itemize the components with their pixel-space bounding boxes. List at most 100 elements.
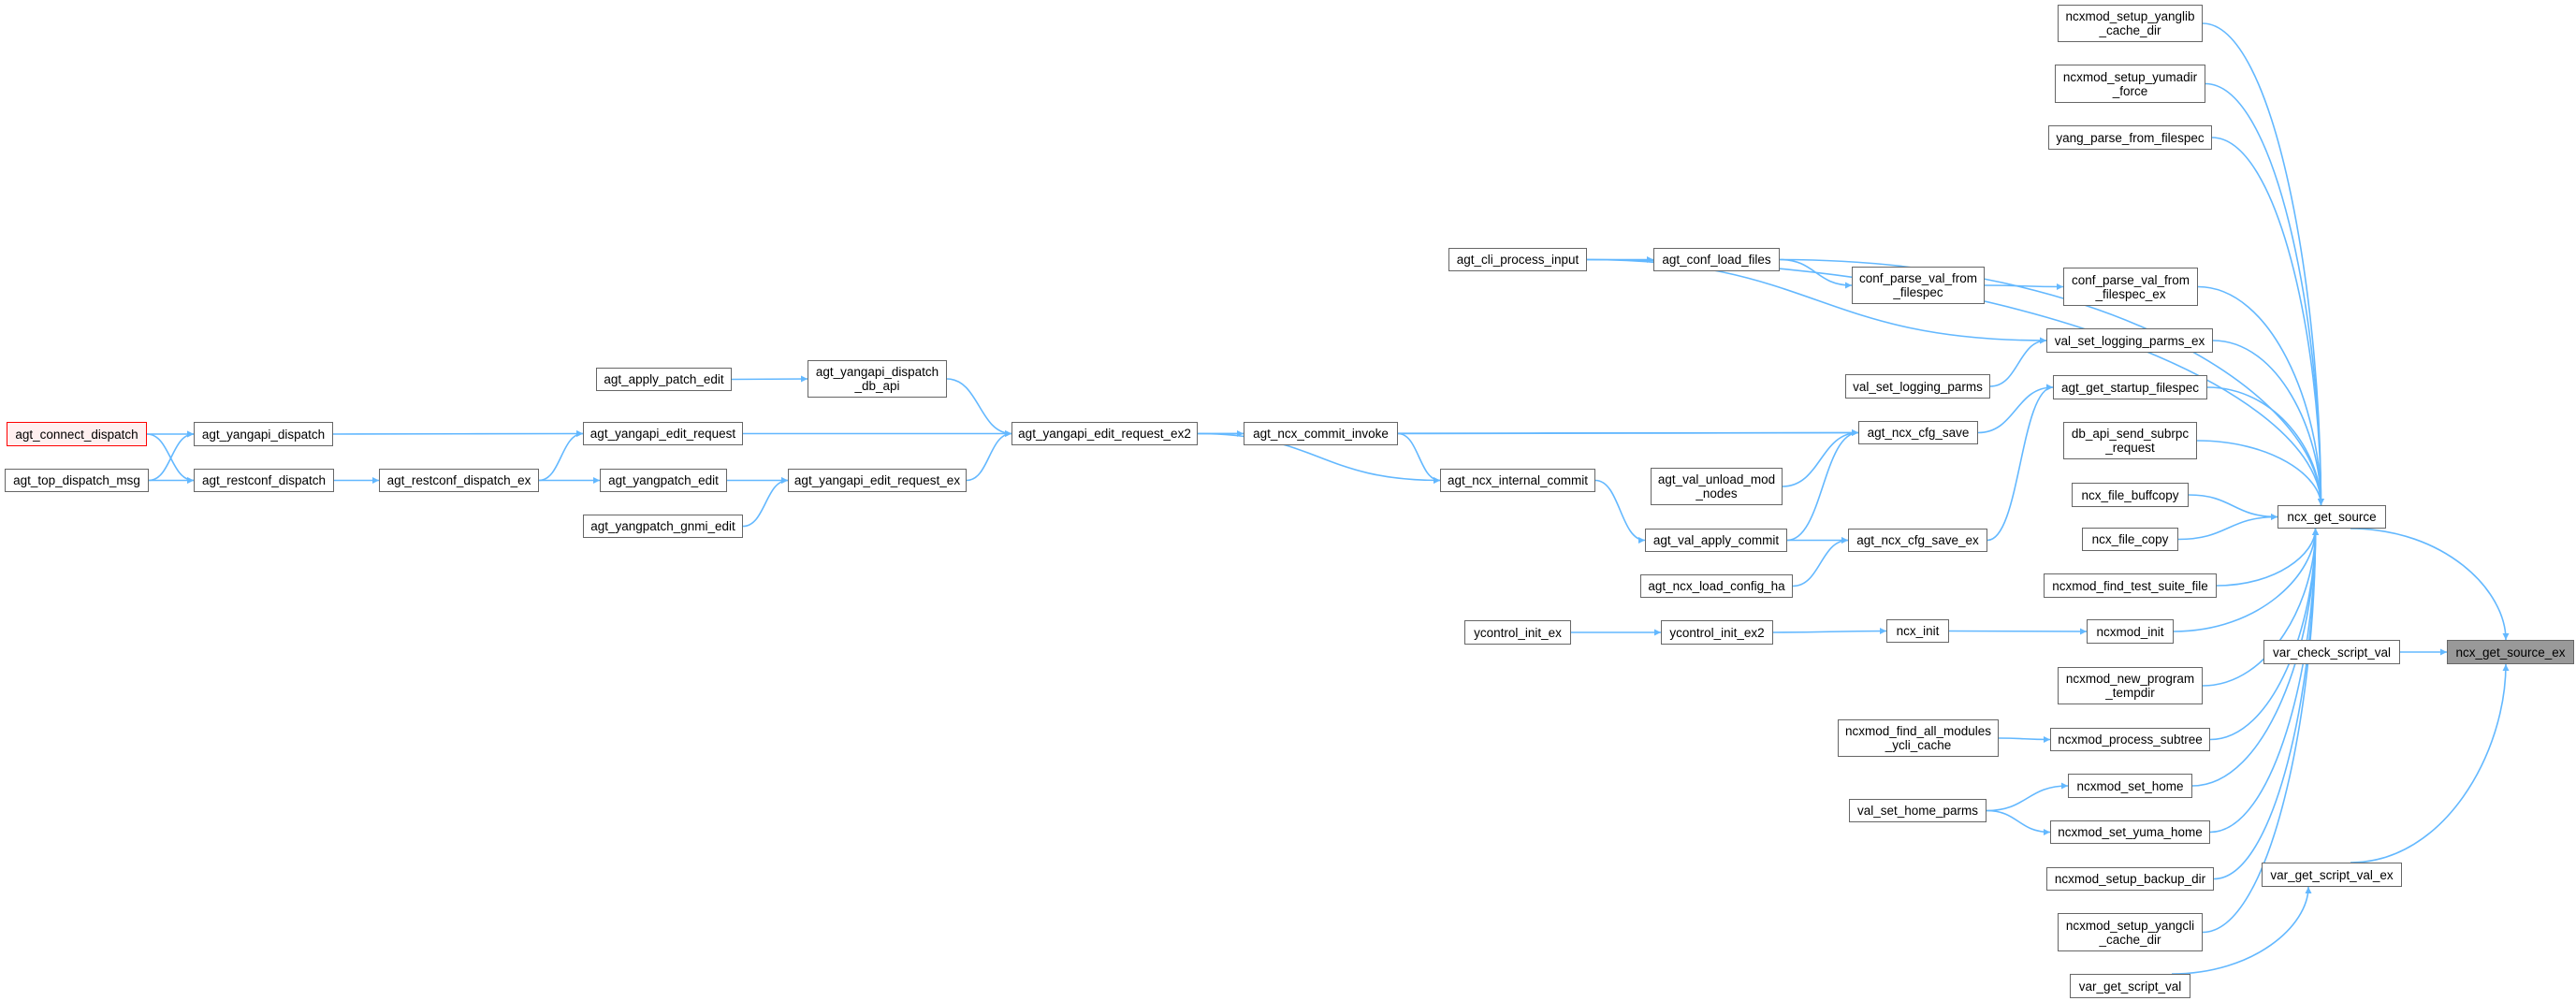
function-node-label: var_get_script_val_ex <box>2270 867 2394 882</box>
function-node-label: ncxmod_find_test_suite_file <box>2052 578 2208 593</box>
function-node-agt-cli-process-input[interactable]: agt_cli_process_input <box>1448 248 1587 271</box>
function-node-agt-yangpatch-gnmi-edit[interactable]: agt_yangpatch_gnmi_edit <box>583 515 743 538</box>
call-edge <box>1998 735 2051 743</box>
function-node-var-check-script-val[interactable]: var_check_script_val <box>2263 640 2400 664</box>
function-node-agt-ncx-cfg-save-ex[interactable]: agt_ncx_cfg_save_ex <box>1848 529 1987 552</box>
function-node-label: val_set_home_parms <box>1856 804 1979 818</box>
call-edge <box>2202 22 2324 506</box>
call-edge <box>966 430 1012 482</box>
call-edge <box>2177 514 2278 541</box>
function-node-label: ncxmod_process_subtree <box>2058 733 2203 747</box>
function-node-agt-ncx-internal-commit[interactable]: agt_ncx_internal_commit <box>1440 469 1595 492</box>
function-node-label: ncxmod_set_yuma_home <box>2058 825 2203 839</box>
function-node-label: _ycli_cache <box>1885 738 1952 752</box>
call-edge <box>1397 429 1859 437</box>
function-node-conf-parse-val-from-filespec-ex[interactable]: conf_parse_val_from_filespec_ex <box>2063 268 2198 306</box>
function-node-label: var_get_script_val <box>2078 979 2182 994</box>
function-node-label: ycontrol_init_ex2 <box>1669 625 1765 640</box>
function-node-label: agt_cli_process_input <box>1456 253 1579 267</box>
call-edge <box>1984 283 2064 290</box>
function-node-label: agt_restconf_dispatch <box>201 473 327 487</box>
call-edge <box>2350 528 2510 641</box>
function-node-val-set-logging-parms[interactable]: val_set_logging_parms <box>1845 374 1990 399</box>
function-node-label: agt_yangapi_dispatch <box>201 427 326 442</box>
function-node-agt-val-unload-mod-nodes[interactable]: agt_val_unload_mod_nodes <box>1651 468 1783 505</box>
function-node-label: val_set_logging_parms_ex <box>2054 333 2205 348</box>
call-edge <box>1986 782 2069 812</box>
function-node-label: var_check_script_val <box>2272 645 2392 660</box>
function-node-val-set-home-parms[interactable]: val_set_home_parms <box>1849 799 1987 822</box>
function-node-label: ncxmod_find_all_modules <box>1844 724 1992 738</box>
function-node-agt-ncx-commit-invoke[interactable]: agt_ncx_commit_invoke <box>1244 422 1398 445</box>
function-node-label: ncx_file_buffcopy <box>2081 487 2179 502</box>
function-node-ncxmod-set-yuma-home[interactable]: ncxmod_set_yuma_home <box>2050 820 2210 844</box>
function-node-label: conf_parse_val_from <box>1858 271 1978 285</box>
function-node-ncxmod-setup-yangcli-cache-dir[interactable]: ncxmod_setup_yangcli_cache_dir <box>2058 913 2203 951</box>
function-node-ncxmod-setup-backup-dir[interactable]: ncxmod_setup_backup_dir <box>2046 867 2214 891</box>
function-node-ncx-get-source[interactable]: ncx_get_source <box>2278 505 2386 529</box>
function-node-label: agt_yangapi_edit_request_ex2 <box>1018 427 1191 441</box>
function-node-label: agt_ncx_cfg_save_ex <box>1856 533 1979 547</box>
function-node-ncxmod-setup-yanglib-cache-dir[interactable]: ncxmod_setup_yanglib_cache_dir <box>2058 5 2203 42</box>
function-node-ncxmod-init[interactable]: ncxmod_init <box>2087 619 2174 644</box>
call-edge <box>2202 528 2320 934</box>
function-node-label: val_set_logging_parms <box>1853 379 1983 394</box>
function-node-ncx-file-copy[interactable]: ncx_file_copy <box>2082 528 2178 551</box>
function-node-ncxmod-setup-yumadir-force[interactable]: ncxmod_setup_yumadir_force <box>2055 65 2205 103</box>
function-node-agt-restconf-dispatch[interactable]: agt_restconf_dispatch <box>194 469 334 492</box>
function-node-label: conf_parse_val_from <box>2071 272 2190 287</box>
function-node-ncxmod-new-program-tempdir[interactable]: ncxmod_new_program_tempdir <box>2058 667 2203 704</box>
call-edge <box>731 375 808 383</box>
function-node-agt-conf-load-files[interactable]: agt_conf_load_files <box>1653 248 1780 271</box>
function-node-ncx-init[interactable]: ncx_init <box>1886 619 1949 643</box>
function-node-ncxmod-process-subtree[interactable]: ncxmod_process_subtree <box>2050 728 2210 751</box>
function-node-var-get-script-val[interactable]: var_get_script_val <box>2070 974 2190 998</box>
function-node-label: ncx_get_source_ex <box>2455 645 2566 660</box>
function-node-ncx-file-buffcopy[interactable]: ncx_file_buffcopy <box>2072 483 2189 507</box>
function-node-label: _cache_dir <box>2099 932 2161 947</box>
function-node-agt-top-dispatch-msg[interactable]: agt_top_dispatch_msg <box>5 469 149 492</box>
function-node-ncx-get-source-ex: ncx_get_source_ex <box>2447 640 2574 664</box>
function-node-agt-yangpatch-edit[interactable]: agt_yangpatch_edit <box>600 469 727 492</box>
function-node-conf-parse-val-from-filespec[interactable]: conf_parse_val_from_filespec <box>1852 267 1985 304</box>
function-node-ycontrol-init-ex[interactable]: ycontrol_init_ex <box>1464 620 1571 645</box>
function-node-agt-yangapi-edit-request-ex[interactable]: agt_yangapi_edit_request_ex <box>788 469 967 492</box>
function-node-val-set-logging-parms-ex[interactable]: val_set_logging_parms_ex <box>2046 328 2213 353</box>
call-edge <box>1987 384 2054 542</box>
call-edge <box>1989 337 2047 387</box>
function-node-agt-yangapi-edit-request-ex2[interactable]: agt_yangapi_edit_request_ex2 <box>1011 422 1198 445</box>
function-node-agt-yangapi-dispatch[interactable]: agt_yangapi_dispatch <box>194 422 333 446</box>
function-node-agt-apply-patch-edit[interactable]: agt_apply_patch_edit <box>596 368 732 391</box>
function-node-label: _tempdir <box>2105 686 2155 700</box>
function-node-label: _db_api <box>854 379 900 393</box>
function-node-agt-ncx-load-config-ha[interactable]: agt_ncx_load_config_ha <box>1640 574 1793 598</box>
function-node-label: agt_apply_patch_edit <box>604 372 724 386</box>
function-node-agt-get-startup-filespec[interactable]: agt_get_startup_filespec <box>2053 375 2207 399</box>
function-node-db-api-send-subrpc-request[interactable]: db_api_send_subrpc_request <box>2063 422 2197 459</box>
call-edge <box>1594 479 1646 544</box>
function-node-ncxmod-find-test-suite-file[interactable]: ncxmod_find_test_suite_file <box>2044 573 2217 598</box>
function-node-label: ncxmod_setup_yumadir <box>2062 69 2198 84</box>
call-edge <box>1792 537 1849 588</box>
function-node-label: agt_top_dispatch_msg <box>13 473 140 487</box>
function-node-agt-ncx-cfg-save[interactable]: agt_ncx_cfg_save <box>1858 421 1978 444</box>
function-node-label: agt_yangapi_edit_request_ex <box>793 473 961 487</box>
function-node-label: agt_get_startup_filespec <box>2060 380 2200 395</box>
function-node-ncxmod-set-home[interactable]: ncxmod_set_home <box>2068 774 2192 798</box>
function-node-agt-val-apply-commit[interactable]: agt_val_apply_commit <box>1645 529 1787 552</box>
function-node-var-get-script-val-ex[interactable]: var_get_script_val_ex <box>2262 863 2402 887</box>
function-node-ycontrol-init-ex2[interactable]: ycontrol_init_ex2 <box>1661 620 1773 645</box>
call-edge <box>2206 386 2324 506</box>
function-node-label: db_api_send_subrpc <box>2071 427 2190 441</box>
function-node-label: agt_yangapi_edit_request <box>589 427 736 441</box>
function-node-agt-yangapi-edit-request[interactable]: agt_yangapi_edit_request <box>583 422 743 445</box>
call-edge <box>2211 137 2324 506</box>
function-node-agt-restconf-dispatch-ex[interactable]: agt_restconf_dispatch_ex <box>379 469 539 492</box>
function-node-label: ncx_init <box>1896 624 1940 638</box>
function-node-yang-parse-from-filespec[interactable]: yang_parse_from_filespec <box>2048 125 2212 150</box>
function-node-agt-connect-dispatch[interactable]: agt_connect_dispatch <box>7 422 147 446</box>
function-node-label: agt_ncx_cfg_save <box>1867 426 1970 440</box>
function-node-agt-yangapi-dispatch-db-api[interactable]: agt_yangapi_dispatch_db_api <box>808 360 947 398</box>
function-node-ncxmod-find-all-modules-ycli-cache[interactable]: ncxmod_find_all_modules_ycli_cache <box>1838 719 1999 757</box>
call-edge <box>2197 285 2324 506</box>
